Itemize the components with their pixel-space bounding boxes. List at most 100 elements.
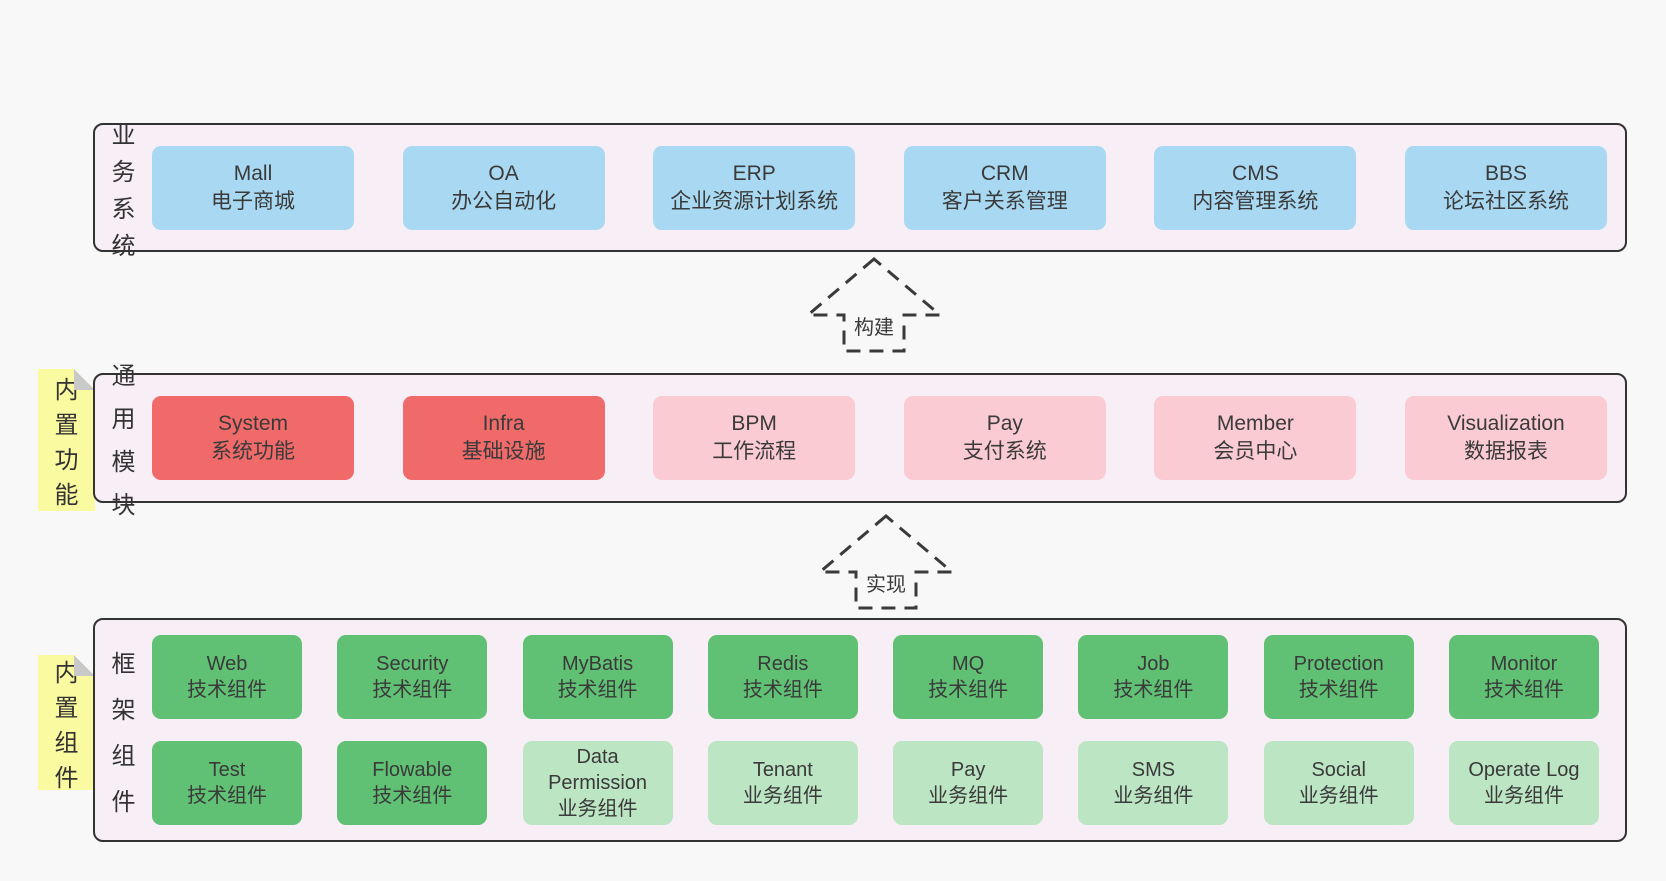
box-subtitle: 会员中心 [1213,440,1298,463]
box-subtitle: 业务组件 [557,798,638,820]
box-title: MyBatis [562,653,634,675]
box-protection: Protection 技术组件 [1263,635,1414,719]
box-subtitle: 业务组件 [1483,785,1564,807]
box-subtitle: 技术组件 [557,679,638,701]
box-cms: CMS 内容管理系统 [1154,145,1357,230]
box-mybatis: MyBatis 技术组件 [522,635,673,719]
box-title: Flowable [372,759,453,781]
box-subtitle: 技术组件 [1298,679,1379,701]
band-label: 通用模块 [111,363,136,519]
box-title: Job [1137,653,1170,675]
box-subtitle: 技术组件 [187,679,267,701]
box-title: ERP [732,161,776,185]
box-infra: Infra 基础设施 [402,396,605,480]
box-pay: Pay 业务组件 [893,741,1044,825]
box-subtitle: 支付系统 [962,440,1047,463]
box-title: Redis [757,653,809,675]
box-subtitle: 技术组件 [742,679,823,701]
box-title: BBS [1484,161,1527,185]
box-title: Data Permission [548,746,648,794]
box-system: System 系统功能 [152,396,354,480]
box-title: Visualization [1447,412,1565,435]
box-subtitle: 电子商城 [211,189,295,213]
arrow-label: 构建 [851,311,897,340]
box-subtitle: 企业资源计划系统 [670,189,839,213]
box-title: Operate Log [1468,759,1580,781]
box-title: Pay [986,412,1023,435]
box-title: Security [376,653,449,675]
box-title: Mall [233,161,273,185]
box-subtitle: 技术组件 [1113,679,1194,701]
box-title: Test [208,759,246,781]
box-mq: MQ 技术组件 [893,635,1044,719]
box-bbs: BBS 论坛社区系统 [1404,145,1607,230]
box-monitor: Monitor 技术组件 [1448,635,1599,719]
box-subtitle: 办公自动化 [451,189,557,213]
box-subtitle: 基础设施 [461,440,546,463]
box-title: CMS [1232,161,1279,185]
box-title: Pay [950,759,986,781]
box-subtitle: 技术组件 [187,785,267,807]
box-title: Infra [482,412,525,435]
box-redis: Redis 技术组件 [707,635,858,719]
box-title: Member [1216,412,1294,435]
arrow-build: 构建 [803,257,945,353]
box-title: Tenant [752,759,813,781]
box-subtitle: 论坛社区系统 [1442,189,1569,213]
folded-corner-icon [74,369,95,390]
box-title: Protection [1293,653,1384,675]
box-tenant: Tenant 业务组件 [707,741,858,825]
arrow-implement: 实现 [815,514,957,610]
box-subtitle: 数据报表 [1463,440,1548,463]
band-label: 框架组件 [111,650,136,816]
box-subtitle: 业务组件 [1113,785,1194,807]
box-title: Social [1311,759,1366,781]
box-member: Member 会员中心 [1154,396,1357,480]
box-title: MQ [952,653,985,675]
sticky-note-built-in-components: 内置组件 [38,655,95,790]
box-operate-log: Operate Log 业务组件 [1448,741,1599,825]
box-pay: Pay 支付系统 [903,396,1106,480]
box-subtitle: 内容管理系统 [1192,189,1319,213]
band-label: 业务系统 [111,121,136,260]
box-title: BPM [731,412,777,435]
box-subtitle: 业务组件 [742,785,823,807]
dashed-up-arrow-icon [815,514,957,610]
box-test: Test 技术组件 [152,741,302,825]
box-title: OA [488,161,519,185]
sticky-note-built-in-functions: 内置功能 [38,369,95,511]
box-subtitle: 系统功能 [211,440,295,463]
box-visualization: Visualization 数据报表 [1404,396,1607,480]
box-subtitle: 技术组件 [1483,679,1564,701]
dashed-up-arrow-icon [803,257,945,353]
box-title: Monitor [1490,653,1558,675]
arrow-label: 实现 [863,568,909,597]
box-title: System [217,412,288,435]
sticky-note-label: 内置功能 [54,377,79,509]
box-subtitle: 业务组件 [928,785,1009,807]
box-subtitle: 技术组件 [928,679,1009,701]
box-flowable: Flowable 技术组件 [337,741,488,825]
folded-corner-icon [74,655,95,676]
box-data-permission: Data Permission 业务组件 [522,741,673,825]
box-job: Job 技术组件 [1078,635,1229,719]
box-subtitle: 客户关系管理 [941,189,1068,213]
box-subtitle: 技术组件 [372,679,453,701]
box-subtitle: 技术组件 [372,785,453,807]
box-oa: OA 办公自动化 [402,145,605,230]
